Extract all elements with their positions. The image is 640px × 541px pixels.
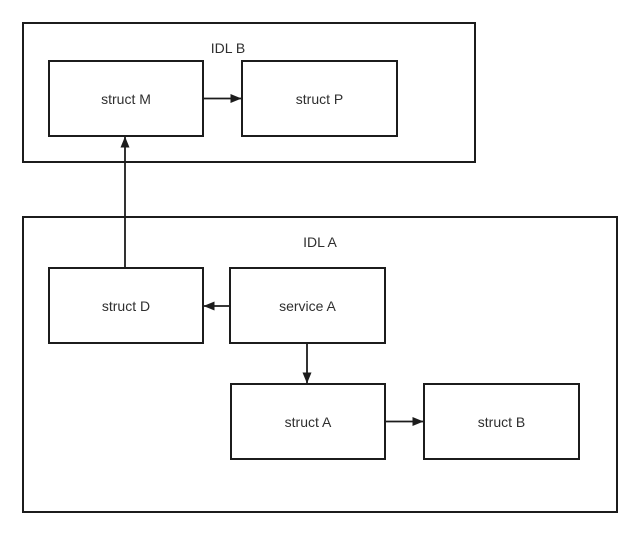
node-service-a: service A — [229, 267, 386, 344]
group-idl-a-label: IDL A — [303, 234, 337, 250]
node-struct-b-label: struct B — [477, 413, 526, 430]
node-struct-d: struct D — [48, 267, 204, 344]
node-struct-a: struct A — [230, 383, 386, 460]
node-service-a-label: service A — [279, 297, 336, 314]
group-idl-a — [22, 216, 618, 513]
node-struct-m: struct M — [48, 60, 204, 137]
node-struct-b: struct B — [423, 383, 580, 460]
group-idl-b — [22, 22, 476, 163]
group-idl-b-label: IDL B — [210, 40, 246, 56]
node-struct-m-label: struct M — [101, 90, 151, 107]
node-struct-d-label: struct D — [101, 297, 151, 314]
node-struct-p: struct P — [241, 60, 398, 137]
node-struct-p-label: struct P — [295, 90, 344, 107]
node-struct-a-label: struct A — [284, 413, 332, 430]
